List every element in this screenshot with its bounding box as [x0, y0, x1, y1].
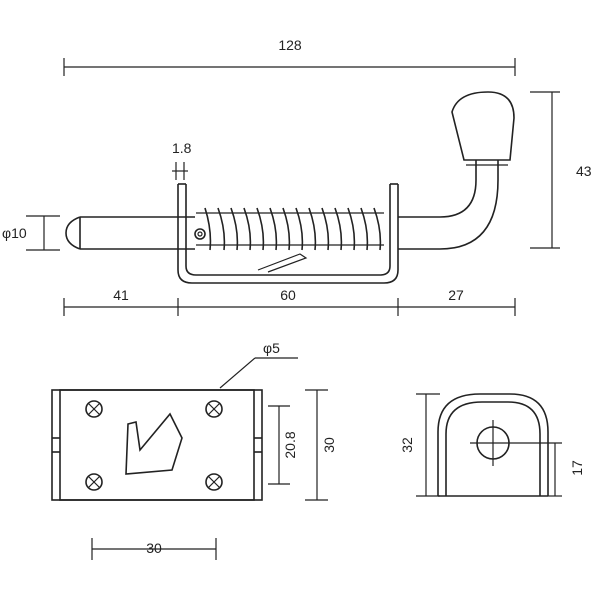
dimension-lug-height: 32 [399, 393, 440, 497]
dimension-lug-hole-height: 17 [516, 442, 585, 497]
dimension-hole-diameter: φ5 [219, 340, 298, 389]
plate-cutout [125, 412, 183, 475]
dim-label-pin-extension: 41 [113, 287, 129, 303]
mounting-hole-bottom-left [85, 473, 103, 491]
dim-label-overall-length: 128 [278, 37, 302, 53]
latch-pin [65, 216, 195, 250]
dimension-plate-height: 30 [305, 389, 337, 501]
dim-label-handle-offset: 27 [448, 287, 464, 303]
dim-label-height: 43 [576, 163, 592, 179]
dim-label-lug-height: 32 [399, 437, 415, 453]
dimension-overall-length: 128 [63, 37, 516, 76]
dim-label-lug-hole-height: 17 [569, 460, 585, 476]
dimension-height: 43 [530, 91, 592, 249]
bracket [177, 183, 399, 284]
handle [398, 91, 515, 250]
dimension-plate-width: 30 [91, 538, 217, 560]
dim-label-pin-diameter: φ10 [2, 225, 27, 241]
dim-label-plate-width: 30 [146, 540, 162, 556]
dimension-pin-diameter: φ10 [2, 215, 60, 251]
spring [194, 207, 384, 251]
dim-label-plate-inner-height: 20.8 [282, 431, 298, 458]
dimension-plate-thickness: 1.8 [172, 140, 192, 180]
dim-label-plate-height: 30 [321, 437, 337, 453]
plate-view: φ5 20.8 30 30 [51, 340, 337, 560]
mounting-hole-top-left [85, 400, 103, 418]
dim-label-plate-thickness: 1.8 [172, 140, 192, 156]
lug-view: 32 17 [399, 393, 585, 497]
dim-label-bracket-length: 60 [280, 287, 296, 303]
dimension-chain-bottom: 41 60 27 [63, 287, 516, 316]
mounting-hole-bottom-right [205, 473, 223, 491]
dim-label-hole-diameter: φ5 [263, 340, 280, 356]
mounting-hole-top-right [205, 400, 223, 418]
dimension-plate-inner-height: 20.8 [268, 405, 298, 485]
